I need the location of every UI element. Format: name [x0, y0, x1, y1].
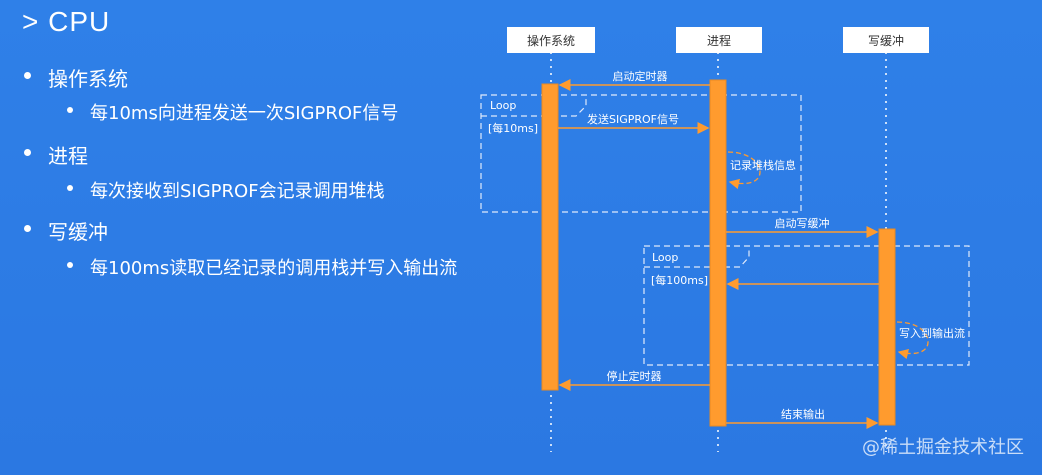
bullet-dot: [67, 107, 73, 113]
bullet-dot: [24, 149, 31, 156]
message-start-timer-label: 启动定时器: [613, 69, 668, 83]
message-record-stack: 记录堆栈信息: [727, 151, 796, 190]
message-end-output: 结束输出: [726, 407, 879, 429]
message-write-output: 写入到输出流: [896, 321, 965, 360]
loop-frame-2: Loop [每100ms]: [643, 245, 970, 366]
loop-1-label: Loop: [490, 99, 516, 112]
bullet-process-detail: 每次接收到SIGPROF会记录调用堆栈: [90, 181, 385, 202]
loop-2-guard: [每100ms]: [651, 273, 708, 287]
bullet-os-detail: 每10ms向进程发送一次SIGPROF信号: [90, 103, 399, 124]
activation-process: [709, 79, 727, 427]
participant-process: 进程: [676, 27, 762, 53]
bullet-dot: [67, 262, 73, 268]
participant-os: 操作系统: [507, 27, 595, 53]
activation-buffer: [878, 228, 896, 426]
bullet-os: 操作系统: [48, 67, 128, 91]
message-write-output-label: 写入到输出流: [899, 326, 965, 340]
slide-title: > CPU: [22, 6, 111, 37]
message-start-timer: 启动定时器: [558, 69, 710, 91]
message-stop-timer: 停止定时器: [558, 369, 710, 391]
bullet-buffer: 写缓冲: [48, 220, 108, 244]
bullet-process: 进程: [48, 144, 88, 168]
message-send-signal: 发送SIGPROF信号: [558, 112, 710, 134]
message-start-buffer: 启动写缓冲: [726, 216, 879, 238]
loop-2-label: Loop: [652, 251, 678, 264]
participant-os-label: 操作系统: [527, 33, 575, 48]
activation-os: [541, 83, 559, 391]
message-send-signal-label: 发送SIGPROF信号: [587, 112, 679, 126]
message-end-output-label: 结束输出: [781, 407, 825, 421]
bullet-dot: [24, 225, 31, 232]
participant-buffer-label: 写缓冲: [868, 33, 904, 48]
bullet-buffer-detail: 每100ms读取已经记录的调用栈并写入输出流: [90, 258, 458, 279]
loop-frame-1: Loop [每10ms]: [480, 94, 802, 213]
message-stop-timer-label: 停止定时器: [607, 369, 662, 383]
message-start-buffer-label: 启动写缓冲: [775, 216, 830, 230]
participant-buffer: 写缓冲: [843, 27, 929, 53]
participant-process-label: 进程: [707, 33, 731, 48]
bullet-dot: [24, 72, 31, 79]
message-record-stack-label: 记录堆栈信息: [730, 158, 796, 172]
bullet-dot: [67, 185, 73, 191]
loop-1-guard: [每10ms]: [488, 121, 538, 135]
watermark: @稀土掘金技术社区: [862, 437, 1024, 458]
